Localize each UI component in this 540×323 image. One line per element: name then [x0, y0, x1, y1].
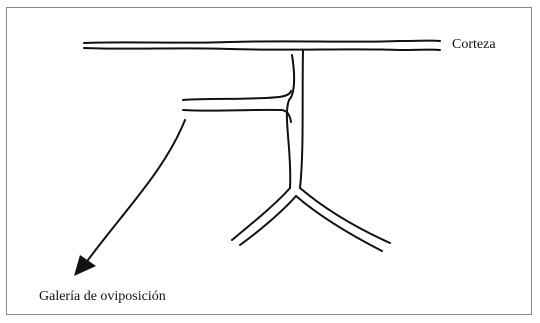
fork-right-outer [300, 188, 390, 243]
oviposition-gallery-lower [183, 110, 291, 122]
fork-right-inner [296, 196, 382, 251]
pointer-arrow-head [74, 255, 96, 276]
bark-label: Corteza [452, 37, 496, 53]
pointer-arrow-shaft [88, 120, 185, 260]
bark-line-top [84, 41, 440, 43]
maternal-gallery-right [300, 50, 303, 188]
oviposition-gallery-label: Galería de oviposición [39, 289, 166, 305]
oviposition-gallery-upper [183, 91, 291, 100]
fork-left-inner [240, 196, 296, 245]
fork-left-outer [232, 188, 290, 240]
bark-line-bottom [84, 48, 440, 50]
